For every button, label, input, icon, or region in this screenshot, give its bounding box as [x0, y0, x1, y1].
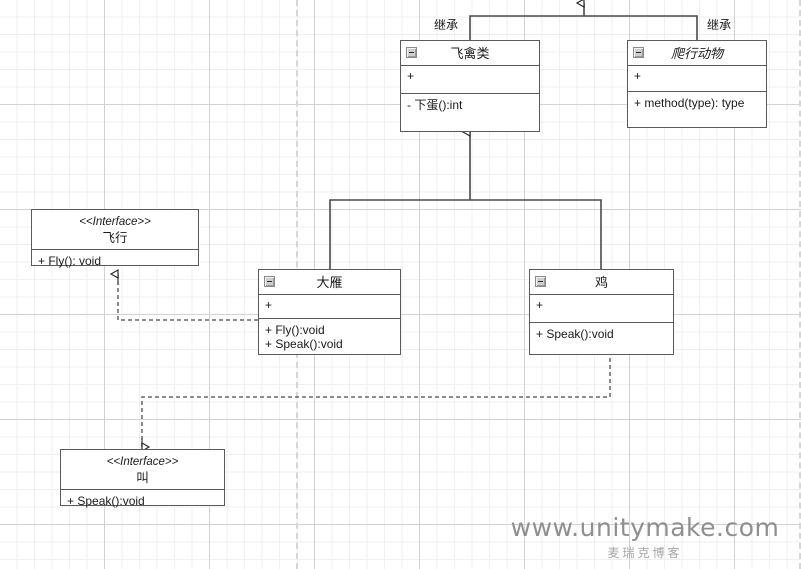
attribute-row: + — [536, 298, 544, 312]
interface-stereotype: <<Interface>> — [106, 456, 179, 468]
generalization-to-feiqin — [329, 132, 602, 269]
class-box-ji[interactable]: 鸡 + + Speak():void — [529, 269, 674, 355]
collapse-icon[interactable] — [633, 47, 644, 58]
class-operations-dayan: + Fly():void + Speak():void — [259, 319, 400, 354]
class-operations-feiqin: - 下蛋():int — [401, 94, 539, 115]
operation-row: + Speak():void — [67, 494, 145, 508]
class-title-row: 鸡 — [530, 270, 673, 295]
interface-box-feixing[interactable]: <<Interface>> 飞行 + Fly(): void — [31, 209, 199, 268]
realization-ji-to-jiao — [141, 358, 611, 450]
watermark: www.unitymake.com 麦瑞克博客 — [500, 513, 790, 561]
class-box-feiqin[interactable]: 飞禽类 + - 下蛋():int — [400, 40, 540, 132]
class-box-paxing[interactable]: 爬行动物 + + method(type): type — [627, 40, 767, 128]
collapse-icon[interactable] — [535, 276, 546, 287]
class-title-row: 爬行动物 — [628, 41, 766, 66]
class-title-row: 飞禽类 — [401, 41, 539, 66]
collapse-icon[interactable] — [406, 47, 417, 58]
class-operations-paxing: + method(type): type — [628, 92, 766, 113]
class-attributes-dayan: + — [259, 295, 400, 319]
edge-label-inherit-left: 继承 — [434, 18, 459, 32]
class-title-row: 大雁 — [259, 270, 400, 295]
collapse-icon[interactable] — [264, 276, 275, 287]
operation-row: + Speak():void — [265, 337, 343, 351]
interface-operations-feixing: + Fly(): void — [32, 250, 198, 271]
operation-row: + Fly(): void — [38, 254, 102, 268]
class-attributes-paxing: + — [628, 66, 766, 92]
interface-title-row: <<Interface>> 飞行 — [32, 210, 198, 250]
interface-name-feixing: 飞行 — [102, 231, 128, 245]
watermark-url: www.unitymake.com — [510, 513, 780, 542]
generalization-to-superclass — [469, 3, 698, 41]
realization-dayan-to-feixing — [117, 277, 258, 321]
operation-row: + Speak():void — [536, 327, 614, 341]
interface-name-jiao: 叫 — [136, 471, 149, 485]
interface-stereotype: <<Interface>> — [79, 216, 151, 228]
interface-title-row: <<Interface>> 叫 — [61, 450, 224, 490]
attribute-row: + — [407, 69, 415, 83]
class-attributes-feiqin: + — [401, 66, 539, 94]
watermark-subtitle: 麦瑞克博客 — [607, 546, 683, 560]
interface-operations-jiao: + Speak():void — [61, 490, 224, 511]
class-name-dayan: 大雁 — [316, 275, 343, 290]
operation-row: + method(type): type — [634, 96, 745, 110]
class-name-ji: 鸡 — [594, 275, 608, 290]
attribute-row: + — [634, 69, 642, 83]
class-attributes-ji: + — [530, 295, 673, 323]
edge-label-inherit-right: 继承 — [707, 18, 732, 32]
class-operations-ji: + Speak():void — [530, 323, 673, 344]
class-box-dayan[interactable]: 大雁 + + Fly():void + Speak():void — [258, 269, 401, 355]
class-name-feiqin: 飞禽类 — [450, 46, 490, 61]
page-break-guide-right — [799, 0, 801, 569]
class-name-paxing: 爬行动物 — [670, 46, 723, 61]
attribute-row: + — [265, 298, 273, 312]
interface-box-jiao[interactable]: <<Interface>> 叫 + Speak():void — [60, 449, 225, 508]
operation-row: - 下蛋():int — [407, 98, 463, 112]
operation-row: + Fly():void — [265, 323, 325, 337]
